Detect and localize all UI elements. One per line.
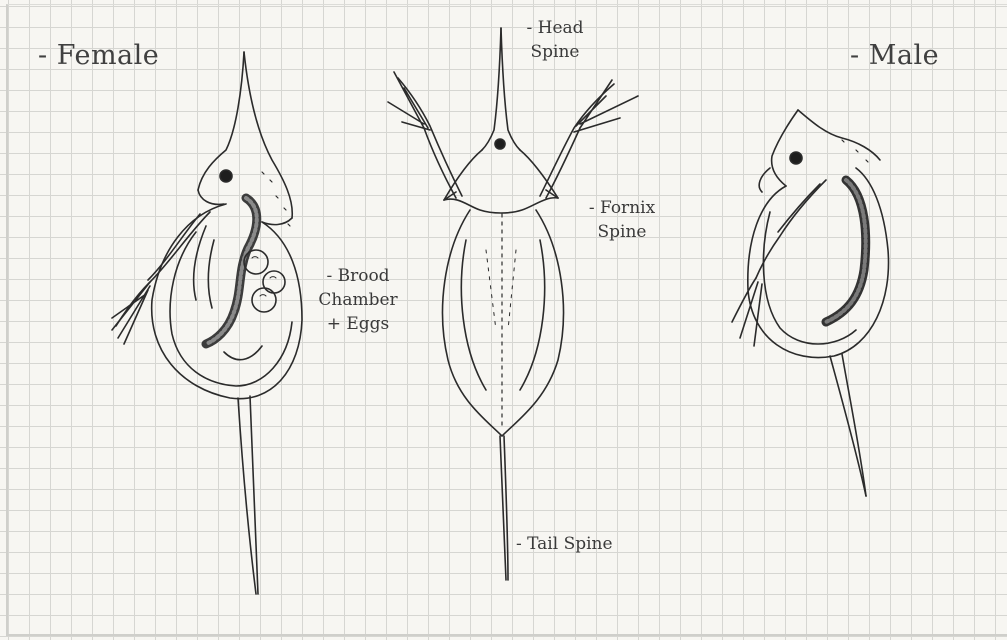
male-daphnia-icon bbox=[732, 110, 889, 496]
brood-chamber-label-line3: + Eggs bbox=[310, 312, 406, 336]
female-daphnia-icon bbox=[112, 52, 302, 594]
head-spine-label-line1: - Head bbox=[518, 16, 592, 40]
brood-chamber-label-line1: - Brood bbox=[310, 264, 406, 288]
tail-spine-label: - Tail Spine bbox=[516, 532, 613, 556]
female-label: - Female bbox=[38, 40, 159, 71]
head-spine-label: - Head Spine bbox=[518, 16, 592, 64]
head-spine-label-line2: Spine bbox=[518, 40, 592, 64]
fornix-spine-label-line2: Spine bbox=[580, 220, 664, 244]
brood-chamber-label-line2: Chamber bbox=[310, 288, 406, 312]
brood-chamber-label: - Brood Chamber + Eggs bbox=[310, 264, 406, 336]
male-label: - Male bbox=[850, 40, 939, 71]
fornix-spine-label: - Fornix Spine bbox=[580, 196, 664, 244]
fornix-spine-label-line1: - Fornix bbox=[580, 196, 664, 220]
dorsal-daphnia-icon bbox=[388, 28, 638, 580]
